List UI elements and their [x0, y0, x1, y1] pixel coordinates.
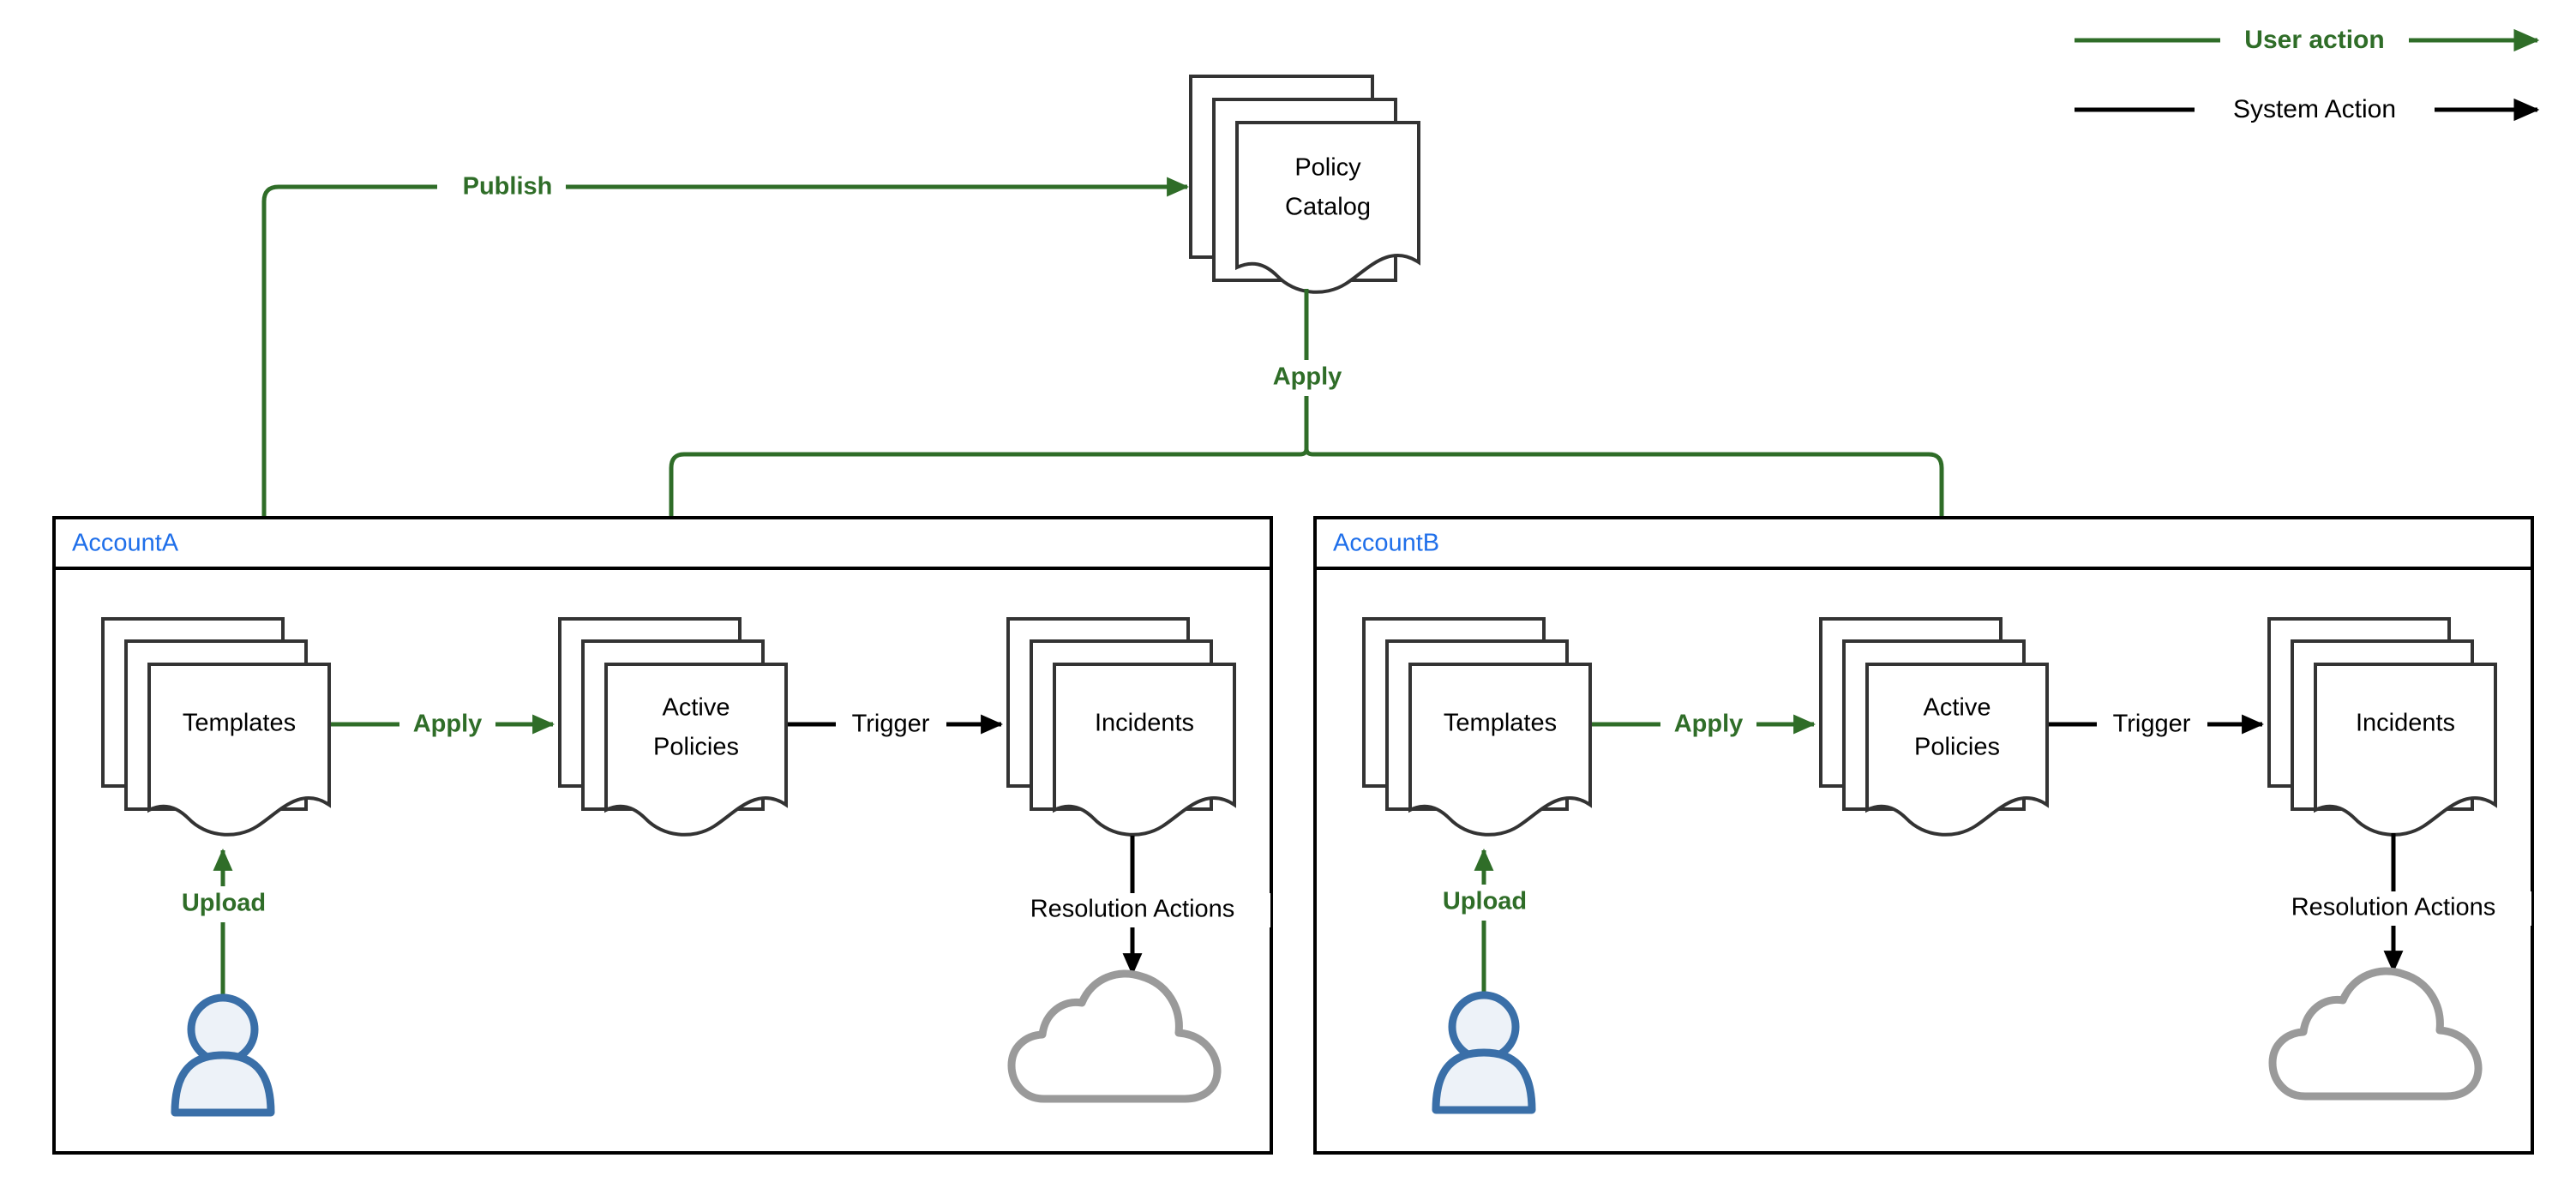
legend: User action System Action — [2075, 26, 2540, 123]
apply-bus-right — [1304, 448, 1952, 618]
legend-system-action-label: System Action — [2233, 95, 2396, 123]
upload-a-label-bg — [159, 886, 288, 922]
edge-upload-a: Upload — [159, 848, 288, 996]
publish-line — [261, 177, 1190, 619]
resolution-b-label: Resolution Actions — [2291, 894, 2496, 921]
templates-a-doc-front — [147, 663, 331, 837]
active-policies-b-label-line1: Active — [1924, 694, 1991, 722]
user-actor-b-body-icon — [1432, 1048, 1536, 1114]
upload-b-label: Upload — [1443, 888, 1527, 915]
templates-a-label: Templates — [183, 710, 296, 737]
active-policies-a-label-line1: Active — [663, 694, 730, 722]
apply-a-label: Apply — [413, 711, 483, 738]
incidents-node-a[interactable]: Incidents — [1006, 617, 1236, 837]
edge-trigger-b: Trigger — [2049, 711, 2265, 738]
upload-a-label: Upload — [182, 890, 266, 917]
policy-catalog-label-line2: Catalog — [1285, 194, 1371, 221]
publish-label-bg — [437, 170, 566, 206]
incidents-a-doc-front — [1053, 663, 1236, 837]
edge-apply-a: Apply — [331, 711, 555, 738]
apply-b-label: Apply — [1674, 711, 1744, 738]
incidents-a-label: Incidents — [1095, 710, 1194, 737]
incidents-b-doc-front — [2314, 663, 2497, 837]
incidents-b-label: Incidents — [2356, 710, 2455, 737]
resolution-a-label-bg — [994, 893, 1270, 927]
account-a-title: AccountA — [72, 530, 179, 557]
trigger-a-label: Trigger — [852, 711, 930, 738]
resolution-b-label-bg — [2255, 891, 2531, 926]
user-actor-b[interactable] — [1432, 991, 1536, 1114]
trigger-b-label: Trigger — [2113, 711, 2191, 738]
active-policies-b-label-line2: Policies — [1914, 734, 2000, 761]
active-policies-b-doc-front — [1865, 663, 2049, 837]
cloud-node-a[interactable] — [1007, 969, 1222, 1103]
account-b-title: AccountB — [1333, 530, 1439, 557]
active-policies-node-a[interactable]: Active Policies — [558, 617, 788, 837]
templates-node-a[interactable]: Templates — [101, 617, 331, 837]
upload-b-label-bg — [1420, 885, 1549, 921]
user-actor-a[interactable] — [171, 993, 275, 1117]
publish-label: Publish — [463, 173, 553, 201]
incidents-node-b[interactable]: Incidents — [2267, 617, 2497, 837]
active-policies-node-b[interactable]: Active Policies — [1819, 617, 2049, 837]
apply-catalog-label: Apply — [1273, 363, 1342, 391]
policy-catalog-node[interactable]: Policy Catalog — [1189, 75, 1420, 294]
edge-apply-catalog: Apply — [661, 289, 1952, 618]
policy-catalog-doc-front — [1235, 121, 1420, 294]
resolution-a-label: Resolution Actions — [1030, 896, 1235, 923]
active-policies-a-label-line2: Policies — [653, 734, 739, 761]
templates-b-doc-front — [1408, 663, 1592, 837]
cloud-node-b[interactable] — [2268, 967, 2483, 1101]
edge-publish: Publish — [261, 170, 1190, 619]
edge-apply-b: Apply — [1592, 711, 1816, 738]
legend-user-action-label: User action — [2244, 26, 2384, 54]
apply-catalog-label-bg — [1255, 360, 1360, 396]
cloud-b-icon — [2268, 967, 2483, 1101]
edge-resolution-b: Resolution Actions — [2255, 833, 2531, 974]
edge-resolution-a: Resolution Actions — [994, 836, 1270, 976]
active-policies-a-doc-front — [604, 663, 788, 837]
policy-catalog-label-line1: Policy — [1294, 154, 1361, 182]
edge-upload-b: Upload — [1420, 848, 1549, 993]
templates-node-b[interactable]: Templates — [1362, 617, 1592, 837]
user-actor-a-body-icon — [171, 1051, 275, 1117]
edge-trigger-a: Trigger — [788, 711, 1004, 738]
templates-b-label: Templates — [1444, 710, 1557, 737]
cloud-a-icon — [1007, 969, 1222, 1103]
